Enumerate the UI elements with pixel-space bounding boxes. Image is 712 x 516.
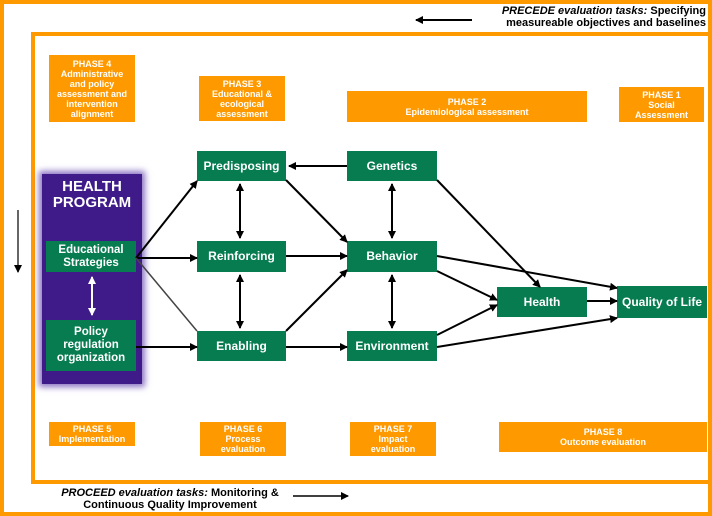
precede-italic: PRECEDE evaluation tasks: (501, 5, 648, 17)
educational-label: Educational Strategies (58, 243, 124, 269)
outer-frame-left (0, 0, 412, 516)
proceed-line1: Monitoring & (207, 487, 279, 499)
phase-3-line: Educational & (211, 88, 272, 99)
phase-8-box: PHASE 8 Outcome evaluation (499, 422, 707, 452)
phase-1-line: Social (648, 99, 675, 110)
node-quality-of-life: Quality of Life (617, 286, 707, 318)
phase-4-title: PHASE 4 (72, 58, 112, 69)
node-behavior: Behavior (347, 241, 437, 272)
edge-educational-to-predisposing (135, 180, 198, 259)
proceed-caption: PROCEED evaluation tasks: Monitoring & C… (40, 487, 300, 511)
phase-6-line: evaluation (220, 444, 266, 454)
phase-1-title: PHASE 1 (642, 89, 681, 100)
health-label: Health (523, 294, 561, 309)
proceed-italic: PROCEED evaluation tasks: (61, 487, 208, 499)
enabling-label: Enabling (216, 338, 267, 353)
behavior-label: Behavior (366, 249, 418, 263)
precede-line1: Specifying (647, 5, 706, 17)
phase-6-title: PHASE 6 (223, 424, 263, 434)
edge-enabling-to-behavior (285, 269, 348, 332)
node-genetics: Genetics (347, 151, 437, 181)
phase-3-box: PHASE 3 Educational & ecological assessm… (199, 76, 285, 121)
phase-5-box: PHASE 5 Implementation (49, 422, 135, 446)
phase-2-box: PHASE 2 Epidemiological assessment (347, 91, 587, 122)
proceed-box (340, 481, 712, 516)
phase-4-line: intervention (66, 98, 118, 109)
phase-7-line: Impact (378, 434, 408, 444)
phase-4-line: alignment (70, 108, 114, 119)
phase-3-line: ecological (219, 98, 264, 109)
genetics-label: Genetics (366, 158, 418, 173)
phase-4-line: assessment and (56, 88, 128, 99)
phase-4-line: and policy (69, 78, 115, 89)
edge-behavior-to-quality-of-life (436, 255, 618, 291)
node-health: Health (497, 287, 587, 317)
phase-2-title: PHASE 2 (447, 96, 487, 107)
phase-8-title: PHASE 8 (583, 427, 623, 437)
precede-box (404, 0, 712, 36)
phase-2-line: Epidemiological assessment (405, 106, 529, 117)
phase-4-box: PHASE 4 Administrative and policy assess… (49, 55, 135, 122)
predisposing-label: Predisposing (203, 158, 280, 173)
proceed-line2: Continuous Quality Improvement (83, 499, 257, 511)
health-program-title-line1: HEALTH (62, 178, 122, 195)
reinforcing-label: Reinforcing (208, 249, 275, 263)
phase-1-box: PHASE 1 Social Assessment (619, 87, 704, 122)
health-program-title-line2: PROGRAM (52, 194, 132, 211)
phase-4-line: Administrative (60, 68, 124, 79)
node-enabling: Enabling (197, 331, 286, 361)
phase-7-line: evaluation (370, 444, 416, 454)
edge-educational-to-enabling (135, 257, 198, 332)
inner-frame (31, 32, 712, 484)
node-reinforcing: Reinforcing (197, 241, 286, 272)
phase-1-line: Assessment (634, 109, 689, 120)
quality-of-life-label: Quality of Life (621, 294, 702, 309)
phase-7-box: PHASE 7 Impact evaluation (350, 422, 436, 456)
phase-6-line: Process (225, 434, 261, 444)
edge-behavior-to-health (436, 270, 498, 301)
node-policy-regulation: Policy regulation organization (46, 320, 136, 371)
phase-5-line: Implementation (58, 434, 126, 444)
node-environment: Environment (347, 331, 437, 361)
node-predisposing: Predisposing (197, 151, 286, 181)
phase-3-title: PHASE 3 (222, 78, 262, 89)
edge-environment-to-quality-of-life (436, 315, 618, 348)
edge-genetics-to-health (436, 179, 541, 288)
edge-environment-to-health (436, 304, 498, 336)
node-educational-strategies: Educational Strategies (46, 241, 136, 272)
policy-label: Policy regulation organization (56, 326, 126, 364)
phase-5-title: PHASE 5 (72, 424, 112, 434)
environment-label: Environment (355, 338, 429, 353)
phase-3-line: assessment (216, 108, 268, 119)
precede-caption: PRECEDE evaluation tasks: Specifying mea… (446, 5, 706, 29)
phase-6-box: PHASE 6 Process evaluation (200, 422, 286, 456)
health-program-title: HEALTH PROGRAM (42, 179, 142, 211)
phase-7-title: PHASE 7 (373, 424, 413, 434)
precede-line2: measureable objectives and baselines (506, 17, 706, 29)
edge-predisposing-to-behavior (285, 179, 348, 243)
phase-8-line: Outcome evaluation (559, 437, 647, 447)
